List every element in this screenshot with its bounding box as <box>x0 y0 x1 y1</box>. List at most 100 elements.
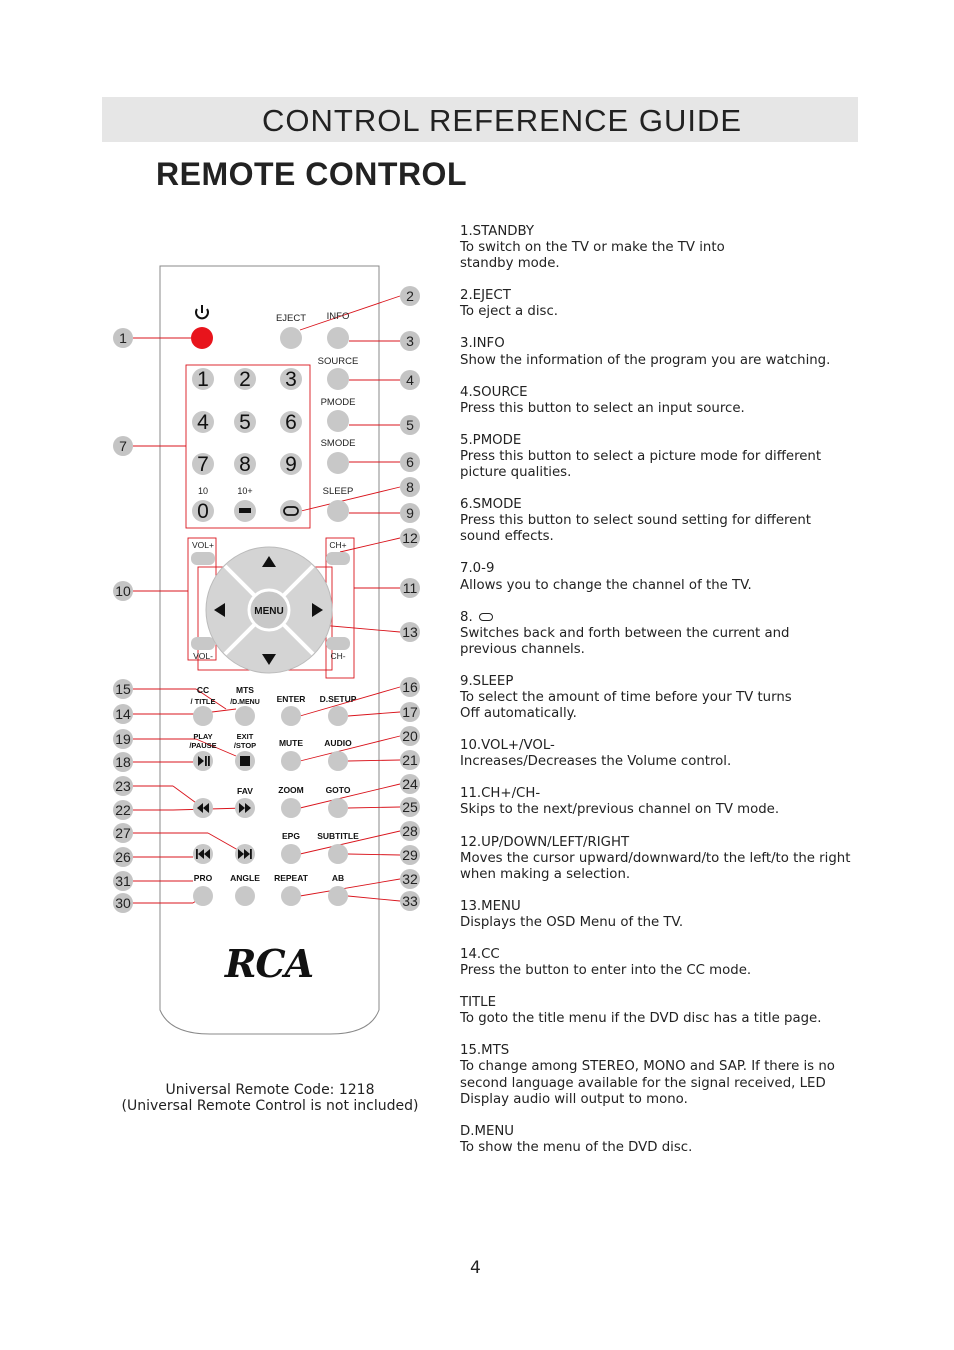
callout-number-3: 3 <box>406 333 414 349</box>
digit-label-8: 8 <box>239 453 251 476</box>
description-body: Press the button to enter into the CC mo… <box>460 963 752 979</box>
ch-plus-label: CH+ <box>329 540 346 550</box>
callout-number-2: 2 <box>406 288 414 304</box>
enter-button <box>281 706 301 726</box>
description-body: Increases/Decreases the Volume control. <box>460 754 732 770</box>
description-heading: 3.INFO <box>460 336 505 352</box>
menu-label: MENU <box>254 606 283 617</box>
description-entry: 11.CH+/CH-Skips to the next/previous cha… <box>460 786 870 818</box>
leader-line <box>339 537 401 553</box>
digit-button-5 <box>234 411 256 433</box>
description-heading: 8. <box>460 610 870 626</box>
callout-number-28: 28 <box>402 823 418 839</box>
description-body: Press this button to select a picture mo… <box>460 448 822 481</box>
subtitle-label: SUBTITLE <box>317 831 359 841</box>
callout-marker-31 <box>113 871 133 891</box>
subtitle-button <box>328 844 348 864</box>
callout-marker-9 <box>400 503 420 523</box>
vol-plus-button <box>191 552 215 565</box>
info-label: INFO <box>327 311 350 322</box>
stop-icon <box>240 756 250 766</box>
callout-marker-18 <box>113 752 133 772</box>
epg-button <box>281 844 301 864</box>
pause-icon <box>205 756 207 766</box>
description-body: Switches back and forth between the curr… <box>460 625 790 657</box>
callout-marker-8 <box>400 477 420 497</box>
callout-number-25: 25 <box>402 799 418 815</box>
callout-number-21: 21 <box>402 752 418 768</box>
digit-button-6 <box>280 411 302 433</box>
description-heading: 2.EJECT <box>460 288 511 304</box>
standby-button <box>191 327 213 349</box>
description-heading: 11.CH+/CH- <box>460 786 541 802</box>
callout-number-31: 31 <box>115 873 131 889</box>
vol-minus-label: VOL- <box>193 651 213 661</box>
repeat-label: REPEAT <box>274 873 309 883</box>
digit-label-9: 9 <box>285 453 297 476</box>
callout-number-1: 1 <box>119 330 127 346</box>
recall-icon <box>478 612 493 621</box>
description-body: Displays the OSD Menu of the TV. <box>460 914 684 930</box>
mts-label: MTS <box>236 685 254 695</box>
audio-button <box>328 751 348 771</box>
ch-minus-button <box>326 637 350 650</box>
digit-label-7: 7 <box>197 453 209 476</box>
eject-label: EJECT <box>276 313 306 324</box>
description-body: Moves the cursor upward/downward/to the … <box>460 850 851 882</box>
left-arrow-icon <box>214 603 225 617</box>
description-body: Allows you to change the channel of the … <box>460 577 752 593</box>
title-label: / TITLE <box>191 697 216 706</box>
minus-icon <box>239 508 251 513</box>
callout-number-23: 23 <box>115 778 131 794</box>
callout-number-27: 27 <box>115 825 131 841</box>
goto-label: GOTO <box>326 785 351 795</box>
callout-number-8: 8 <box>406 479 414 495</box>
vol-minus-button <box>191 637 215 650</box>
power-icon <box>195 305 209 320</box>
zoom-button <box>281 798 301 818</box>
callout-marker-25 <box>400 797 420 817</box>
leader-line <box>347 759 401 762</box>
sleep-button <box>327 500 349 522</box>
page-title: REMOTE CONTROL <box>156 156 467 192</box>
description-heading: 5.PMODE <box>460 432 522 448</box>
smode-label: SMODE <box>321 438 356 449</box>
callout-marker-2 <box>400 286 420 306</box>
skip-forward-icon <box>238 849 252 859</box>
callout-marker-22 <box>113 800 133 820</box>
description-heading: 7.0-9 <box>460 561 495 577</box>
leader-line <box>347 711 401 717</box>
callout-marker-11 <box>400 578 420 598</box>
callout-marker-14 <box>113 704 133 724</box>
fav-label: FAV <box>237 786 253 796</box>
callout-number-22: 22 <box>115 802 131 818</box>
play-icon <box>198 756 204 766</box>
callout-marker-21 <box>400 750 420 770</box>
description-heading: 14.CC <box>460 947 500 962</box>
caption-line-1: Universal Remote Code: 1218 <box>165 1082 375 1098</box>
ab-button <box>328 886 348 906</box>
source-button <box>327 368 349 390</box>
leader-line <box>300 486 401 512</box>
callout-number-33: 33 <box>402 893 418 909</box>
description-body: Press this button to select sound settin… <box>460 513 811 545</box>
audio-label: AUDIO <box>324 738 352 748</box>
callout-number-32: 32 <box>402 871 418 887</box>
callout-marker-1 <box>113 328 133 348</box>
pro-label: PRO <box>194 873 213 883</box>
callout-number-20: 20 <box>402 728 418 744</box>
digit-label-3: 3 <box>285 368 297 391</box>
stop-label: /STOP <box>234 741 256 750</box>
leader-line <box>347 853 401 856</box>
digit-button-0 <box>192 500 214 522</box>
